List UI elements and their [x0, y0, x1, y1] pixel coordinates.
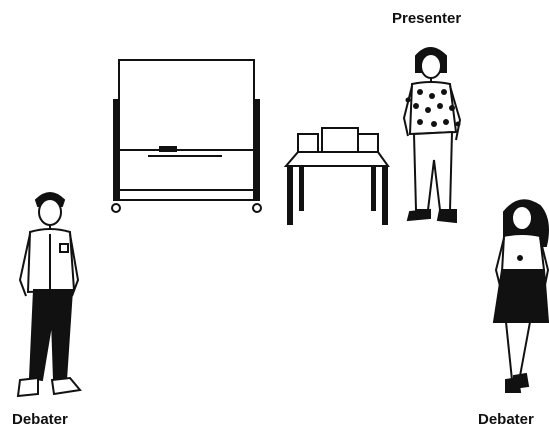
- debater-right-figure: [494, 200, 548, 392]
- debater-left-figure: [18, 193, 80, 396]
- whiteboard: [112, 60, 261, 212]
- laptop-icon: [322, 128, 358, 153]
- table-with-laptop: [286, 128, 388, 224]
- presenter-label: Presenter: [392, 10, 461, 27]
- presenter-figure: [404, 48, 461, 222]
- debater-left-label: Debater: [12, 411, 68, 428]
- debater-right-label: Debater: [478, 411, 534, 428]
